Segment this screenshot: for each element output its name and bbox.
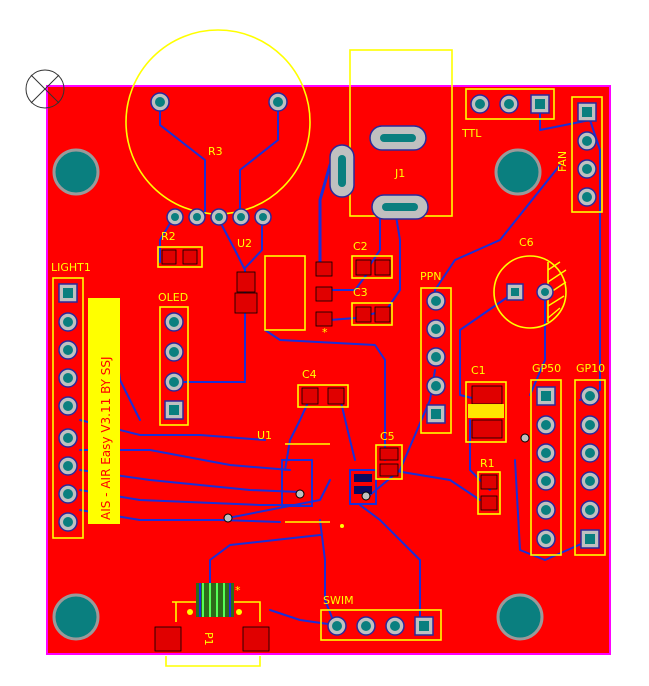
mount-hole-top-right: [494, 148, 542, 196]
silkscreen-labels: R3 J1 TTL FAN R2 U2 C2 C3 C6 LIGHT1 OLED…: [51, 127, 605, 646]
component-gp10: [574, 379, 606, 556]
component-ttl: [465, 88, 555, 120]
component-r3: [125, 29, 311, 226]
component-fan: [571, 96, 603, 213]
label-c6: C6: [519, 236, 534, 249]
mount-hole-bottom-right: [496, 593, 544, 641]
label-ttl: TTL: [461, 127, 482, 140]
component-c6: [493, 255, 567, 329]
component-oled: [159, 306, 189, 426]
component-j1: [329, 49, 453, 220]
label-u2: U2: [237, 237, 252, 250]
label-ppn: PPN: [420, 270, 442, 283]
mounting-holes: [52, 148, 544, 641]
label-c3: C3: [353, 286, 368, 299]
component-u1: [223, 443, 377, 528]
component-c2: [315, 255, 393, 302]
label-light1: LIGHT1: [51, 261, 91, 274]
label-swim: SWIM: [323, 594, 354, 607]
board-outline: [46, 85, 611, 655]
component-r1: [477, 471, 501, 515]
component-swim: [320, 609, 442, 641]
label-fan: FAN: [556, 151, 569, 172]
label-gp10: GP10: [576, 362, 605, 375]
label-r1: R1: [480, 457, 495, 470]
label-c4: C4: [302, 368, 317, 381]
label-j1: J1: [394, 167, 405, 180]
component-p1: *: [154, 583, 270, 667]
mount-hole-top-left: [52, 148, 100, 196]
mount-hole-bottom-left: [52, 593, 100, 641]
label-c5: C5: [380, 430, 395, 443]
component-c4: [297, 384, 349, 408]
origin-marker-icon: [25, 69, 65, 109]
component-light1: [52, 277, 84, 539]
component-r2: [157, 246, 203, 268]
board-title-text: AIS - AIR Easy V3.11 BY SSJ: [99, 356, 113, 520]
component-ppn: [420, 287, 452, 434]
label-p1: P1: [202, 632, 215, 646]
component-c5: [375, 433, 530, 480]
component-gp50: [530, 379, 562, 556]
label-c2: C2: [353, 240, 368, 253]
label-oled: OLED: [158, 291, 188, 304]
label-gp50: GP50: [532, 362, 561, 375]
board-title-plate: [88, 298, 120, 524]
component-c3: *: [315, 302, 393, 339]
label-c1: C1: [471, 364, 486, 377]
label-r2: R2: [161, 230, 176, 243]
component-c1: [465, 381, 507, 443]
label-u1: U1: [257, 429, 272, 442]
svg-text:*: *: [235, 584, 241, 597]
label-r3: R3: [208, 145, 223, 158]
component-u2: [234, 255, 306, 331]
svg-text:*: *: [322, 326, 328, 339]
